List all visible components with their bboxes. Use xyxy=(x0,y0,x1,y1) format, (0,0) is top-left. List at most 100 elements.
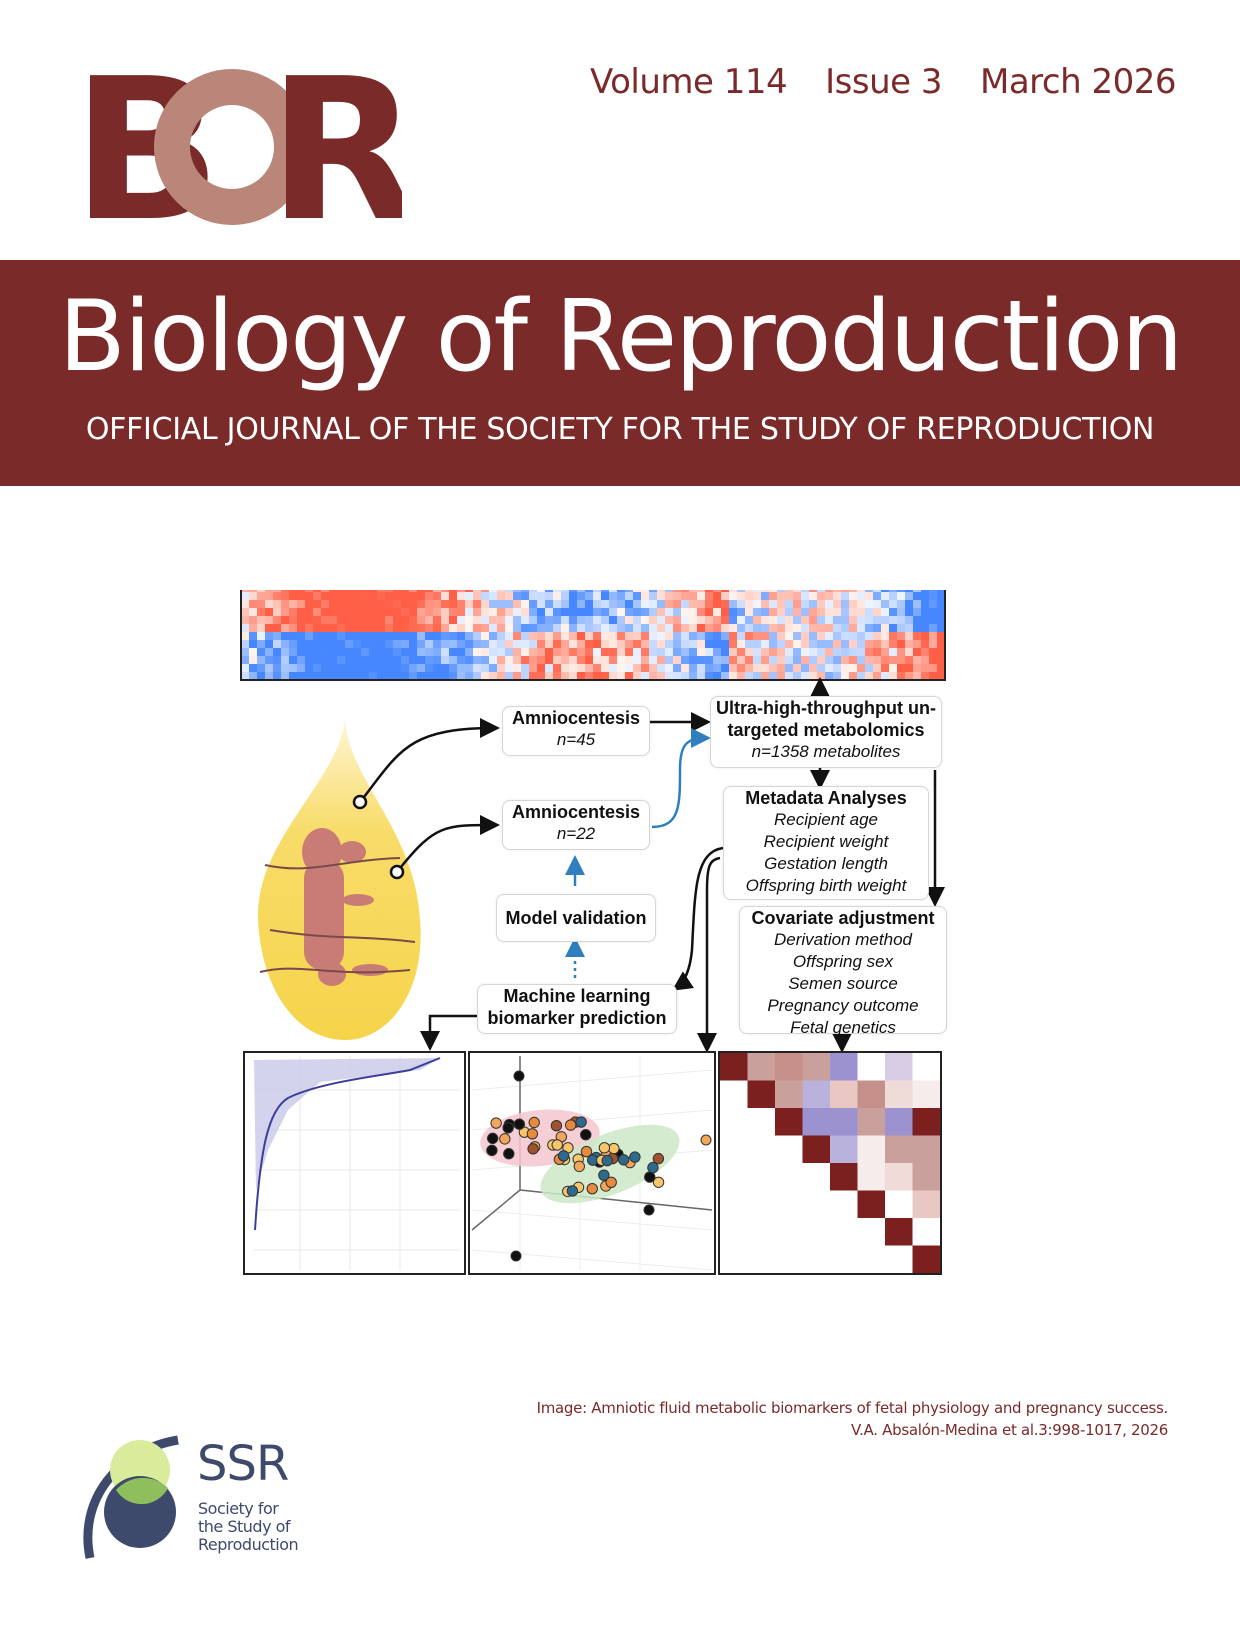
heatmap-cell xyxy=(329,592,338,601)
heatmap-cell xyxy=(841,656,850,665)
heatmap-cell xyxy=(585,600,594,609)
heatmap-cell xyxy=(617,590,626,593)
heatmap-cell xyxy=(809,664,818,673)
heatmap-cell xyxy=(889,664,898,673)
heatmap-cell xyxy=(825,656,834,665)
heatmap-cell xyxy=(305,624,314,633)
heatmap-cell xyxy=(921,672,930,681)
sample-point-2 xyxy=(389,864,405,880)
heatmap-cell xyxy=(305,590,314,593)
heatmap-cell xyxy=(761,608,770,617)
heatmap-cell xyxy=(513,624,522,633)
heatmap-cell xyxy=(329,656,338,665)
heatmap-cell xyxy=(865,648,874,657)
heatmap-cell xyxy=(537,590,546,593)
heatmap-cell xyxy=(537,616,546,625)
heatmap-cell xyxy=(785,656,794,665)
matrix-cell xyxy=(775,1108,803,1136)
heatmap-cell xyxy=(553,664,562,673)
amnio1-n: n=45 xyxy=(556,730,596,749)
heatmap-cell xyxy=(801,600,810,609)
heatmap-cell xyxy=(249,656,258,665)
bor-logo: B R xyxy=(72,62,402,232)
heatmap-cell xyxy=(465,672,474,681)
heatmap-cell xyxy=(345,672,354,681)
heatmap-cell xyxy=(377,640,386,649)
heatmap-cell xyxy=(569,590,578,593)
heatmap-cell xyxy=(585,632,594,641)
heatmap-cell xyxy=(817,592,826,601)
heatmap-cell xyxy=(385,624,394,633)
matrix-cell xyxy=(857,1190,885,1218)
heatmap-cell xyxy=(505,640,514,649)
heatmap-cell xyxy=(353,600,362,609)
amnio2-n: n=22 xyxy=(556,824,596,843)
heatmap-cell xyxy=(657,664,666,673)
heatmap-cell xyxy=(401,672,410,681)
scatter-point xyxy=(550,1119,563,1132)
heatmap-cell xyxy=(609,624,618,633)
heatmap-cell xyxy=(521,672,530,681)
heatmap-cell xyxy=(569,640,578,649)
heatmap-cell xyxy=(593,592,602,601)
heatmap-cell xyxy=(353,664,362,673)
heatmap-cell xyxy=(625,616,634,625)
heatmap-cell xyxy=(689,616,698,625)
heatmap-cell xyxy=(721,592,730,601)
ssr-line1: Society for xyxy=(198,1499,279,1518)
heatmap-cell xyxy=(481,632,490,641)
heatmap-cell xyxy=(337,648,346,657)
heatmap-cell xyxy=(809,624,818,633)
heatmap-cell xyxy=(697,608,706,617)
heatmap-cell xyxy=(745,648,754,657)
heatmap-cell xyxy=(393,632,402,641)
heatmap-cell xyxy=(649,648,658,657)
heatmap-cell xyxy=(889,600,898,609)
heatmap-cell xyxy=(321,624,330,633)
heatmap-cell xyxy=(241,624,250,633)
heatmap-cell xyxy=(561,590,570,593)
heatmap-cell xyxy=(761,616,770,625)
heatmap-cell xyxy=(793,624,802,633)
heatmap-cell xyxy=(417,640,426,649)
heatmap-cell xyxy=(897,600,906,609)
heatmap-cell xyxy=(729,640,738,649)
heatmap-cell xyxy=(921,632,930,641)
heatmap-cell xyxy=(913,648,922,657)
heatmap-cell xyxy=(553,672,562,681)
heatmap-cell xyxy=(881,592,890,601)
heatmap-cell xyxy=(329,672,338,681)
heatmap-cell xyxy=(473,616,482,625)
heatmap-cell xyxy=(625,600,634,609)
heatmap-cell xyxy=(521,664,530,673)
heatmap-cell xyxy=(897,640,906,649)
heatmap-cell xyxy=(817,640,826,649)
ml-line2: biomarker prediction xyxy=(487,1008,667,1028)
heatmap-cell xyxy=(721,656,730,665)
heatmap-cell xyxy=(377,616,386,625)
heatmap-cell xyxy=(713,640,722,649)
heatmap-cell xyxy=(273,600,282,609)
matrix-cell xyxy=(885,1080,913,1108)
heatmap-cell xyxy=(601,608,610,617)
heatmap-cell xyxy=(585,672,594,681)
heatmap-cell xyxy=(657,656,666,665)
heatmap-cell xyxy=(897,656,906,665)
heatmap-cell xyxy=(577,640,586,649)
heatmap-cell xyxy=(753,656,762,665)
heatmap-cell xyxy=(281,616,290,625)
heatmap-cell xyxy=(873,664,882,673)
heatmap-cell xyxy=(537,648,546,657)
heatmap-cell xyxy=(473,656,482,665)
heatmap-cell xyxy=(697,672,706,681)
heatmap-cell xyxy=(329,640,338,649)
heatmap-cell xyxy=(785,640,794,649)
heatmap-cell xyxy=(345,624,354,633)
heatmap-cell xyxy=(737,672,746,681)
metabolomics-n: n=1358 metabolites xyxy=(751,742,901,761)
heatmap-cell xyxy=(841,592,850,601)
metadata-item: Recipient weight xyxy=(763,832,889,851)
heatmap-cell xyxy=(369,664,378,673)
heatmap-cell xyxy=(409,592,418,601)
heatmap-cell xyxy=(249,664,258,673)
